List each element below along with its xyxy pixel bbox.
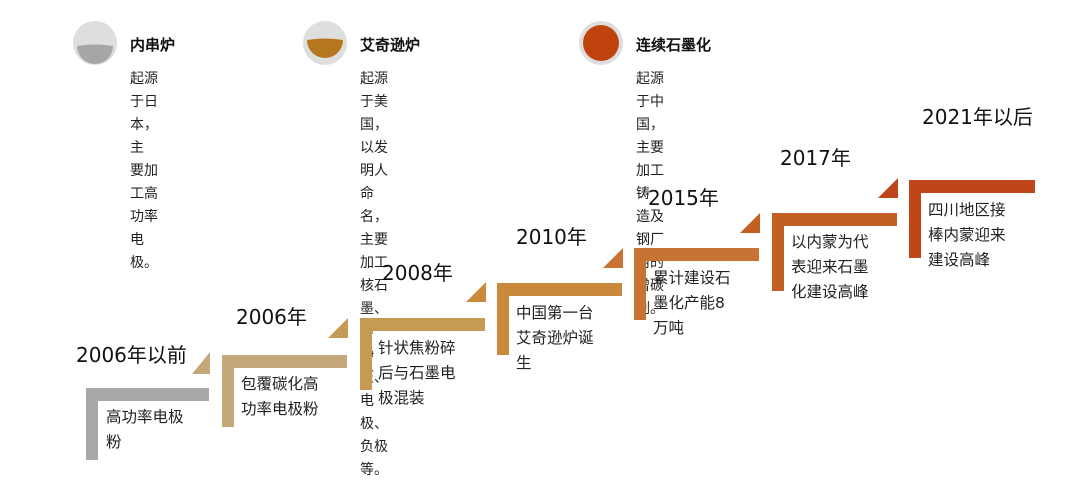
step-line: 粉: [106, 433, 122, 451]
step-line: 针状焦粉碎: [378, 339, 456, 357]
half-brown-circle-icon: [303, 21, 347, 65]
step-line: 艾奇逊炉诞: [516, 329, 594, 347]
legend-title: 连续石墨化: [636, 36, 712, 54]
year-label: 2008年: [382, 261, 453, 285]
desc-line: 起源于美国，以发明人命: [360, 71, 388, 202]
step-shape-6: [909, 180, 1035, 258]
step-line: 中国第一台: [516, 304, 594, 322]
step-line: 极混装: [378, 389, 425, 407]
step-line: 功率电极粉: [241, 400, 319, 418]
legend-title: 艾奇逊炉: [360, 36, 421, 54]
step-shape-2: [360, 282, 486, 390]
year-label: 2015年: [648, 186, 719, 210]
legend-desc: 起源于日本，主 要加工高功率电 极。: [130, 68, 158, 275]
step-line: 后与石墨电: [378, 364, 456, 382]
desc-line: 极。: [130, 255, 158, 271]
desc-line: 起源于中国，主要加工铸: [636, 71, 664, 202]
step-shape-1: [222, 318, 348, 427]
step-line: 建设高峰: [928, 251, 991, 269]
desc-line: 起源于日本，主: [130, 71, 158, 156]
step-line: 万吨: [653, 319, 685, 337]
step-line: 墨化产能8: [653, 294, 725, 312]
year-label: 2017年: [780, 146, 851, 170]
step-shape-3: [497, 248, 623, 355]
step-shape-4: [634, 213, 760, 320]
step-line: 棒内蒙迎来: [928, 226, 1006, 244]
step-line: 以内蒙为代: [791, 233, 869, 251]
step-line: 累计建设石: [653, 269, 731, 287]
step-description: 累计建设石 墨化产能8 万吨: [653, 266, 731, 341]
step-description: 针状焦粉碎 后与石墨电 极混装: [378, 336, 456, 411]
legend-title: 内串炉: [130, 36, 176, 54]
step-shape-0: [86, 352, 210, 460]
step-line: 表迎来石墨: [791, 258, 869, 276]
step-line: 包覆碳化高: [241, 375, 319, 393]
desc-line: 要加工高功率电: [130, 163, 158, 248]
full-red-circle-icon: [579, 21, 623, 65]
step-description: 四川地区接 棒内蒙迎来 建设高峰: [928, 198, 1006, 273]
step-description: 高功率电极 粉: [106, 405, 184, 455]
year-label: 2006年以前: [76, 343, 187, 367]
step-line: 四川地区接: [928, 201, 1006, 219]
step-line: 化建设高峰: [791, 283, 869, 301]
step-description: 中国第一台 艾奇逊炉诞 生: [516, 301, 594, 376]
step-shape-5: [772, 178, 898, 291]
year-label: 2006年: [236, 305, 307, 329]
year-label: 2010年: [516, 225, 587, 249]
step-description: 以内蒙为代 表迎来石墨 化建设高峰: [791, 230, 869, 305]
half-gray-circle-icon: [73, 21, 117, 65]
year-label: 2021年以后: [922, 105, 1033, 129]
step-line: 高功率电极: [106, 408, 184, 426]
step-description: 包覆碳化高 功率电极粉: [241, 372, 319, 422]
step-line: 生: [516, 354, 532, 372]
